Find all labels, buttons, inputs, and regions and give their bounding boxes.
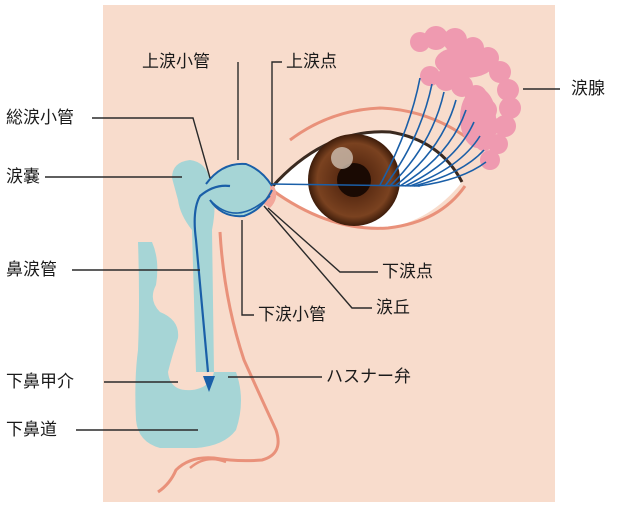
- label-upper-canaliculus: 上涙小管: [142, 52, 210, 72]
- label-inferior-turbinate: 下鼻甲介: [6, 372, 74, 392]
- iris-highlight: [331, 147, 353, 169]
- lacrimal-gland: [410, 26, 521, 170]
- lower-eyelid: [271, 185, 467, 230]
- label-nasolacrimal-duct: 鼻涙管: [6, 260, 57, 280]
- upper-eyelid: [270, 130, 464, 189]
- tear-duct-system: [135, 160, 273, 448]
- label-inferior-meatus: 下鼻道: [6, 420, 57, 440]
- label-lacrimal-gland: 涙腺: [571, 79, 605, 99]
- label-lower-canaliculus: 下涙小管: [258, 305, 326, 325]
- nose-outline: [157, 231, 280, 494]
- arrow-down-icon: [203, 376, 215, 392]
- label-hasner-valve: ハスナー弁: [326, 367, 411, 387]
- label-lacrimal-sac: 涙嚢: [6, 167, 40, 187]
- label-caruncle: 涙丘: [376, 298, 410, 318]
- nasal-turbinate-shape: [135, 242, 241, 448]
- leader-lines: [45, 61, 560, 431]
- nostril: [189, 457, 227, 469]
- label-upper-punctum: 上涙点: [286, 52, 337, 72]
- canaliculi-shape: [206, 163, 270, 217]
- label-lower-punctum: 下涙点: [382, 262, 433, 282]
- upper-lid-crease: [289, 106, 471, 142]
- label-common-canaliculus: 総涙小管: [6, 108, 74, 128]
- pupil: [337, 163, 371, 197]
- gland-ductules: [269, 77, 487, 187]
